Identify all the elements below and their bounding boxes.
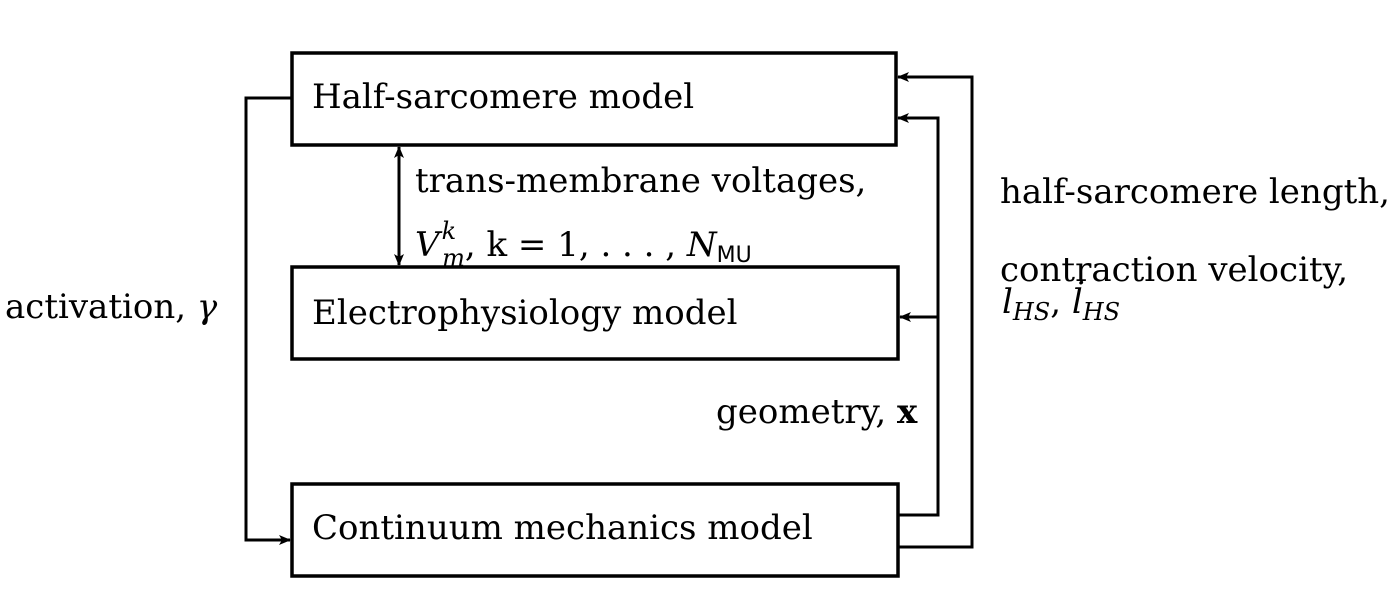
electrophysiology-model-label: Electrophysiology model (312, 293, 738, 333)
velocity-symbol: l̇ (1072, 281, 1084, 322)
motor-unit-count-symbol: N (686, 225, 718, 265)
voltage-symbol: V (415, 225, 443, 265)
length-subscript: HS (1012, 298, 1050, 326)
electrophysiology-model-box: Electrophysiology model (290, 265, 900, 361)
half-sarcomere-model-box: Half-sarcomere model (290, 51, 898, 147)
length-velocity-label-line1: half-sarcomere length, (1000, 172, 1390, 212)
voltage-index-range: , k = 1, . . . , (465, 225, 687, 265)
activation-arrow (244, 96, 292, 545)
voltages-label-line1: trans-membrane voltages, (415, 161, 866, 201)
activation-symbol: γ (197, 287, 218, 327)
activation-text: activation, (5, 287, 197, 327)
voltage-subscript: m (442, 244, 465, 272)
length-velocity-label-line2: contraction velocity, (1000, 250, 1348, 290)
length-velocity-label-line3: lHS, l̇HS (1002, 281, 1120, 326)
length-symbol: l (1002, 282, 1013, 322)
geometry-text: geometry, (716, 392, 897, 432)
length-velocity-arrow (897, 72, 974, 549)
symbol-separator: , (1050, 282, 1072, 322)
motor-unit-count-subscript: MU (717, 243, 752, 268)
geometry-label: geometry, x (716, 392, 918, 432)
voltage-superscript: k (442, 217, 457, 245)
geometry-symbol: x (897, 392, 918, 432)
continuum-mechanics-model-label: Continuum mechanics model (312, 508, 813, 548)
continuum-mechanics-model-box: Continuum mechanics model (290, 482, 900, 578)
velocity-subscript: HS (1082, 298, 1120, 326)
half-sarcomere-model-label: Half-sarcomere model (312, 77, 694, 117)
activation-label: activation, γ (5, 287, 218, 327)
